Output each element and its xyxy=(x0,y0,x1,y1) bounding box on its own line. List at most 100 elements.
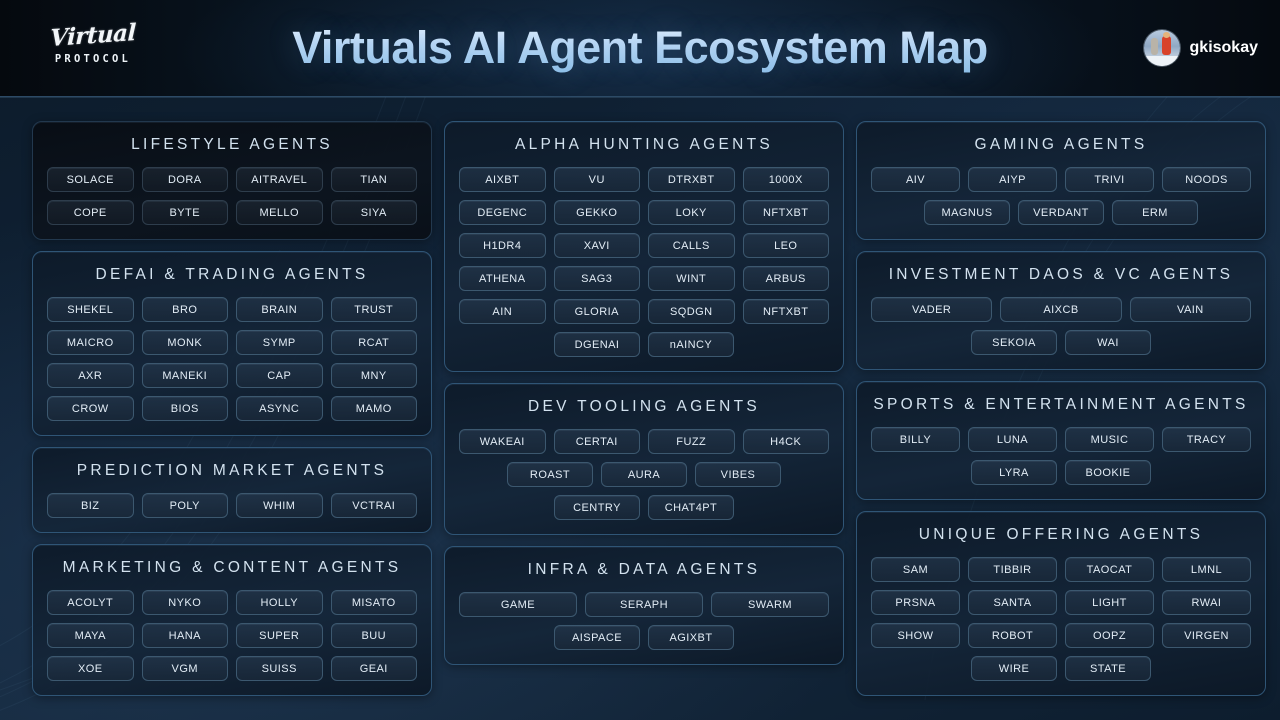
agent-chip-light[interactable]: LIGHT xyxy=(1065,590,1154,615)
agent-chip-centry[interactable]: CENTRY xyxy=(554,495,640,520)
agent-chip-bro[interactable]: BRO xyxy=(141,297,228,322)
agent-chip-hana[interactable]: HANA xyxy=(141,623,228,648)
agent-chip-vu[interactable]: VU xyxy=(553,167,640,192)
agent-chip-geai[interactable]: GEAI xyxy=(330,656,417,681)
agent-chip-maneki[interactable]: MANEKI xyxy=(141,363,228,388)
agent-chip-maicro[interactable]: MAICRO xyxy=(47,330,134,355)
agent-chip-aiv[interactable]: AIV xyxy=(871,167,960,192)
agent-chip-vain[interactable]: VAIN xyxy=(1129,297,1251,322)
agent-chip-wakeai[interactable]: WAKEAI xyxy=(459,429,546,454)
agent-chip-poly[interactable]: POLY xyxy=(141,493,228,518)
agent-chip-seraph[interactable]: SERAPH xyxy=(585,592,703,617)
agent-chip-suiss[interactable]: SUISS xyxy=(236,656,323,681)
agent-chip-nftxbt[interactable]: NFTXBT xyxy=(742,200,829,225)
agent-chip-loky[interactable]: LOKY xyxy=(648,200,735,225)
agent-chip-arbus[interactable]: ARBUS xyxy=(742,266,829,291)
agent-chip-h4ck[interactable]: H4CK xyxy=(742,429,829,454)
agent-chip-wire[interactable]: WIRE xyxy=(971,656,1057,681)
agent-chip-erm[interactable]: ERM xyxy=(1112,200,1198,225)
agent-chip-game[interactable]: GAME xyxy=(459,592,577,617)
agent-chip-brain[interactable]: BRAIN xyxy=(236,297,323,322)
agent-chip-lyra[interactable]: LYRA xyxy=(971,460,1057,485)
agent-chip-super[interactable]: SUPER xyxy=(236,623,323,648)
agent-chip-sqdgn[interactable]: SQDGN xyxy=(648,299,735,324)
agent-chip-nyko[interactable]: NYKO xyxy=(141,590,228,615)
agent-chip-misato[interactable]: MISATO xyxy=(330,590,417,615)
agent-chip-oopz[interactable]: OOPZ xyxy=(1065,623,1154,648)
agent-chip-athena[interactable]: ATHENA xyxy=(459,266,546,291)
agent-chip-h1dr4[interactable]: H1DR4 xyxy=(459,233,546,258)
agent-chip-tibbir[interactable]: TIBBIR xyxy=(968,557,1057,582)
agent-chip-shekel[interactable]: SHEKEL xyxy=(47,297,134,322)
agent-chip-billy[interactable]: BILLY xyxy=(871,427,960,452)
agent-chip-sekoia[interactable]: SEKOIA xyxy=(971,330,1057,355)
agent-chip-symp[interactable]: SYMP xyxy=(236,330,323,355)
agent-chip-tian[interactable]: TIAN xyxy=(330,167,417,192)
agent-chip-nftxbt[interactable]: NFTXBT xyxy=(742,299,829,324)
agent-chip-degenc[interactable]: DEGENC xyxy=(459,200,546,225)
agent-chip-fuzz[interactable]: FUZZ xyxy=(648,429,735,454)
agent-chip-tracy[interactable]: TRACY xyxy=(1162,427,1251,452)
agent-chip-bookie[interactable]: BOOKIE xyxy=(1065,460,1151,485)
agent-chip-show[interactable]: SHOW xyxy=(871,623,960,648)
agent-chip-solace[interactable]: SOLACE xyxy=(47,167,134,192)
agent-chip-santa[interactable]: SANTA xyxy=(968,590,1057,615)
agent-chip-ain[interactable]: AIN xyxy=(459,299,546,324)
agent-chip-aispace[interactable]: AISPACE xyxy=(554,625,640,650)
agent-chip-dgenai[interactable]: DGENAI xyxy=(554,332,640,357)
agent-chip-biz[interactable]: BIZ xyxy=(47,493,134,518)
agent-chip-maya[interactable]: MAYA xyxy=(47,623,134,648)
agent-chip-state[interactable]: STATE xyxy=(1065,656,1151,681)
agent-chip-async[interactable]: ASYNC xyxy=(236,396,323,421)
agent-chip-mny[interactable]: MNY xyxy=(330,363,417,388)
agent-chip-dtrxbt[interactable]: DTRXBT xyxy=(648,167,735,192)
agent-chip-taocat[interactable]: TAOCAT xyxy=(1065,557,1154,582)
agent-chip-roast[interactable]: ROAST xyxy=(507,462,593,487)
agent-chip-prsna[interactable]: PRSNA xyxy=(871,590,960,615)
agent-chip-magnus[interactable]: MAGNUS xyxy=(924,200,1010,225)
agent-chip-1000x[interactable]: 1000X xyxy=(742,167,829,192)
agent-chip-trust[interactable]: TRUST xyxy=(330,297,417,322)
agent-chip-vgm[interactable]: VGM xyxy=(141,656,228,681)
agent-chip-robot[interactable]: ROBOT xyxy=(968,623,1057,648)
agent-chip-xavi[interactable]: XAVI xyxy=(553,233,640,258)
agent-chip-dora[interactable]: DORA xyxy=(141,167,228,192)
agent-chip-wint[interactable]: WINT xyxy=(648,266,735,291)
agent-chip-siya[interactable]: SIYA xyxy=(330,200,417,225)
agent-chip-vctrai[interactable]: VCTRAI xyxy=(330,493,417,518)
agent-chip-byte[interactable]: BYTE xyxy=(141,200,228,225)
agent-chip-axr[interactable]: AXR xyxy=(47,363,134,388)
agent-chip-calls[interactable]: CALLS xyxy=(648,233,735,258)
agent-chip-gloria[interactable]: GLORIA xyxy=(553,299,640,324)
agent-chip-music[interactable]: MUSIC xyxy=(1065,427,1154,452)
agent-chip-crow[interactable]: CROW xyxy=(47,396,134,421)
agent-chip-mello[interactable]: MELLO xyxy=(236,200,323,225)
agent-chip-aixbt[interactable]: AIXBT xyxy=(459,167,546,192)
virtuals-protocol-logo[interactable]: Virtual PROTOCOL xyxy=(28,19,158,65)
agent-chip-certai[interactable]: CERTAI xyxy=(553,429,640,454)
agent-chip-naincy[interactable]: nAINCY xyxy=(648,332,734,357)
agent-chip-gekko[interactable]: GEKKO xyxy=(553,200,640,225)
agent-chip-vibes[interactable]: VIBES xyxy=(695,462,781,487)
agent-chip-luna[interactable]: LUNA xyxy=(968,427,1057,452)
agent-chip-aura[interactable]: AURA xyxy=(601,462,687,487)
agent-chip-acolyt[interactable]: ACOLYT xyxy=(47,590,134,615)
agent-chip-holly[interactable]: HOLLY xyxy=(236,590,323,615)
agent-chip-cope[interactable]: COPE xyxy=(47,200,134,225)
agent-chip-noods[interactable]: NOODS xyxy=(1162,167,1251,192)
agent-chip-rcat[interactable]: RCAT xyxy=(330,330,417,355)
agent-chip-mamo[interactable]: MAMO xyxy=(330,396,417,421)
agent-chip-buu[interactable]: BUU xyxy=(330,623,417,648)
agent-chip-leo[interactable]: LEO xyxy=(742,233,829,258)
agent-chip-cap[interactable]: CAP xyxy=(236,363,323,388)
agent-chip-virgen[interactable]: VIRGEN xyxy=(1162,623,1251,648)
agent-chip-xoe[interactable]: XOE xyxy=(47,656,134,681)
agent-chip-aitravel[interactable]: AITRAVEL xyxy=(236,167,323,192)
agent-chip-lmnl[interactable]: LMNL xyxy=(1162,557,1251,582)
agent-chip-bios[interactable]: BIOS xyxy=(141,396,228,421)
agent-chip-trivi[interactable]: TRIVI xyxy=(1065,167,1154,192)
agent-chip-swarm[interactable]: SWARM xyxy=(711,592,829,617)
agent-chip-vader[interactable]: VADER xyxy=(871,297,993,322)
agent-chip-sag3[interactable]: SAG3 xyxy=(553,266,640,291)
agent-chip-aiyp[interactable]: AIYP xyxy=(968,167,1057,192)
